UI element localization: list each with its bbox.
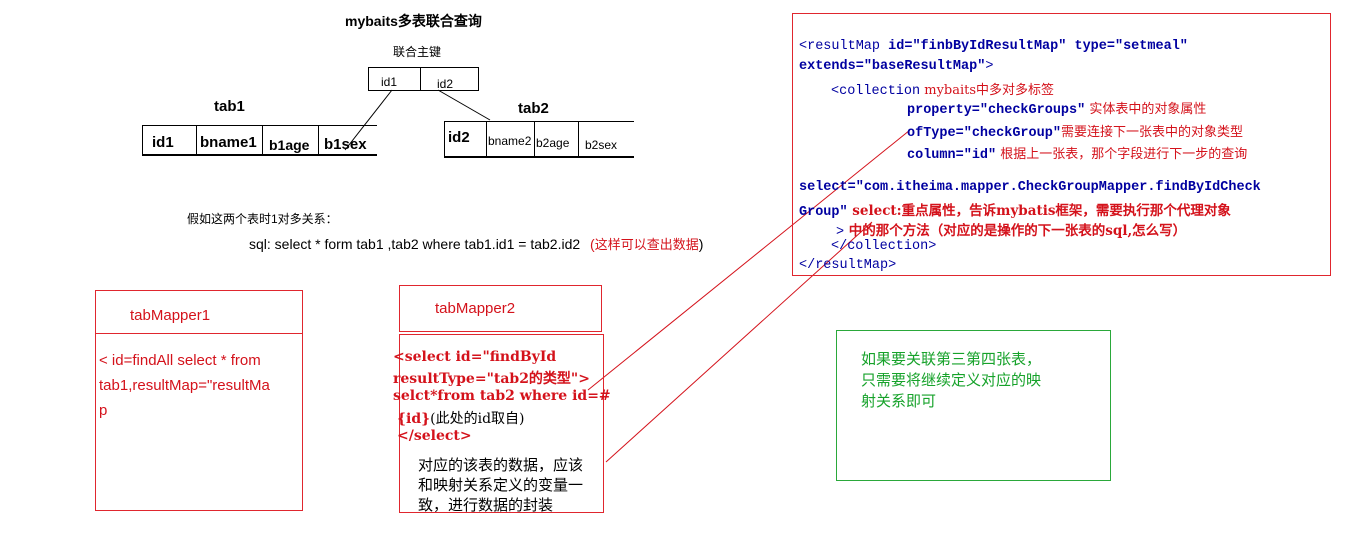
property-note: 实体表中的对象属性 bbox=[1085, 102, 1207, 117]
column-note: 根据上一张表，那个字段进行下一步的查询 bbox=[996, 147, 1248, 162]
red-link-line-2 bbox=[605, 221, 873, 463]
oftype-attr: ofType= bbox=[907, 126, 964, 141]
resultmap-line-5: ofType="checkGroup"需要连接下一张表中的对象类型 bbox=[907, 121, 1243, 141]
green-note-line-3: 射关系即可 bbox=[861, 392, 937, 410]
resultmap-line-2-end: > bbox=[985, 59, 994, 74]
diagram-title: mybaits多表联合查询 bbox=[345, 13, 482, 29]
resultmap-tag: <resultMap bbox=[799, 39, 889, 54]
tab1-cell-b1sex: b1sex bbox=[324, 136, 367, 153]
key-to-tab1-line bbox=[344, 89, 393, 151]
resultmap-line-4: property="checkGroups" 实体表中的对象属性 bbox=[907, 98, 1206, 118]
sql-paren-open: ( bbox=[590, 236, 595, 252]
tabmapper2-code-line-2: resultType="tab2的类型"> bbox=[393, 371, 590, 387]
resultmap-id-value: "finbByIdResultMap" bbox=[912, 39, 1067, 54]
tabmapper2-header-box: tabMapper2 bbox=[399, 285, 602, 332]
tabmapper2-note-line-2: 和映射关系定义的变量一 bbox=[418, 476, 584, 494]
tab2-cell-bname2: bname2 bbox=[488, 134, 532, 148]
key-cell-id2: id2 bbox=[437, 77, 454, 91]
tabmapper1-header-box: tabMapper1 bbox=[95, 290, 303, 334]
tabmapper1-line-3: p bbox=[99, 402, 108, 419]
tab2-divider-2 bbox=[534, 122, 535, 157]
select-value-end: Group" bbox=[799, 205, 848, 220]
resultmap-line-9: > 中的那个方法（对应的是操作的下一张表的sql,怎么写） bbox=[836, 219, 1186, 240]
tabmapper2-note-line-1: 对应的该表的数据，应该 bbox=[418, 456, 584, 474]
resultmap-line-8: Group" select:重点属性，告诉mybatis框架，需要执行那个代理对… bbox=[799, 199, 1231, 220]
collection-open-end: > bbox=[836, 225, 845, 240]
tabmapper1-label: tabMapper1 bbox=[130, 307, 211, 324]
resultmap-line-7: select="com.itheima.mapper.CheckGroupMap… bbox=[799, 180, 1261, 195]
property-value: "checkGroups" bbox=[979, 103, 1086, 118]
sql-text: sql: select * form tab1 ,tab2 where tab1… bbox=[249, 236, 581, 252]
select-attr: select= bbox=[799, 180, 856, 195]
tabmapper2-code-line-1: <select id="findById bbox=[393, 349, 557, 365]
tab2-divider-3 bbox=[578, 122, 579, 157]
column-attr: column= bbox=[907, 148, 964, 163]
resultmap-extends-value: "baseResultMap" bbox=[863, 59, 986, 74]
tab2-table: id2 bname2 b2age b2sex bbox=[444, 121, 634, 158]
tabmapper2-body-box bbox=[399, 334, 604, 513]
tabmapper1-body-box: < id=findAll select * from tab1,resultMa… bbox=[95, 334, 303, 511]
key-divider bbox=[420, 68, 421, 90]
red-link-line-1 bbox=[587, 129, 911, 391]
tab2-divider-1 bbox=[486, 122, 487, 157]
collection-tag: <collection bbox=[831, 84, 921, 99]
tab1-divider-3 bbox=[318, 126, 319, 155]
tab1-title: tab1 bbox=[214, 98, 245, 115]
property-attr: property= bbox=[907, 103, 980, 118]
composite-key-label: 联合主键 bbox=[393, 45, 442, 59]
resultmap-line-3: <collection mybaits中多对多标签 bbox=[831, 79, 1054, 99]
tab2-cell-b2age: b2age bbox=[536, 136, 570, 150]
resultmap-line-1: <resultMap id="finbByIdResultMap" type="… bbox=[799, 39, 1188, 54]
resultmap-line-6: column="id" 根据上一张表，那个字段进行下一步的查询 bbox=[907, 143, 1247, 163]
tab1-cell-id1: id1 bbox=[152, 134, 174, 151]
tabmapper2-note-line-3: 致，进行数据的封装 bbox=[418, 496, 554, 514]
tab1-divider-2 bbox=[262, 126, 263, 155]
tab1-divider-1 bbox=[196, 126, 197, 155]
green-note-line-1: 如果要关联第三第四张表， bbox=[861, 350, 1042, 368]
green-note-line-2: 只需要将继续定义对应的映 bbox=[861, 371, 1042, 389]
oftype-value: "checkGroup" bbox=[963, 126, 1061, 141]
tab2-cell-id2: id2 bbox=[448, 129, 470, 146]
select-note-continued: 中的那个方法（对应的是操作的下一张表的sql,怎么写） bbox=[844, 223, 1187, 239]
tab1-cell-bname1: bname1 bbox=[200, 134, 257, 151]
collection-close-tag: </collection> bbox=[831, 239, 937, 254]
sql-note: 这样可以查出数据 bbox=[594, 237, 699, 252]
resultmap-box bbox=[792, 13, 1331, 276]
tabmapper2-id-placeholder: {id} bbox=[397, 411, 431, 427]
select-value: "com.itheima.mapper.CheckGroupMapper.fin… bbox=[855, 180, 1261, 195]
tabmapper2-id-note: (此处的id取自) bbox=[430, 411, 525, 427]
key-cell-id1: id1 bbox=[381, 75, 398, 89]
tabmapper1-line-2: tab1,resultMap="resultMa bbox=[99, 377, 270, 394]
tabmapper1-line-1: < id=findAll select * from bbox=[99, 352, 261, 369]
resultmap-extends-attr: extends= bbox=[799, 59, 864, 74]
column-value: "id" bbox=[963, 148, 997, 163]
tabmapper2-code-line-3: selct*from tab2 where id=# bbox=[393, 388, 611, 404]
resultmap-id-attr: id= bbox=[888, 39, 913, 54]
tabmapper2-code-line-5: </select> bbox=[397, 428, 472, 444]
tabmapper2-code-line-4: {id}(此处的id取自) bbox=[397, 408, 525, 428]
green-note-box: 如果要关联第三第四张表， 只需要将继续定义对应的映 射关系即可 bbox=[836, 330, 1111, 481]
oftype-note: 需要连接下一张表中的对象类型 bbox=[1060, 125, 1243, 140]
select-note: select:重点属性，告诉mybatis框架，需要执行那个代理对象 bbox=[847, 203, 1231, 219]
tabmapper2-label: tabMapper2 bbox=[435, 300, 516, 317]
resultmap-type-attr: type= bbox=[1066, 39, 1115, 54]
collection-note: mybaits中多对多标签 bbox=[920, 83, 1055, 98]
key-to-tab2-line bbox=[437, 89, 491, 121]
resultmap-type-value: "setmeal" bbox=[1114, 39, 1188, 54]
sql-line: sql: select * form tab1 ,tab2 where tab1… bbox=[249, 234, 703, 253]
tab1-table: id1 bname1 b1age b1sex bbox=[142, 125, 377, 156]
composite-key-table: id1 id2 bbox=[368, 67, 479, 91]
sql-paren-close: ) bbox=[698, 236, 704, 252]
tab2-cell-b2sex: b2sex bbox=[585, 138, 618, 152]
relation-note: 假如这两个表时1对多关系： bbox=[187, 212, 338, 226]
resultmap-line-2: extends="baseResultMap"> bbox=[799, 59, 993, 74]
tab2-title: tab2 bbox=[518, 100, 549, 117]
resultmap-close-tag: </resultMap> bbox=[799, 258, 897, 273]
tab1-cell-b1age: b1age bbox=[269, 137, 310, 153]
